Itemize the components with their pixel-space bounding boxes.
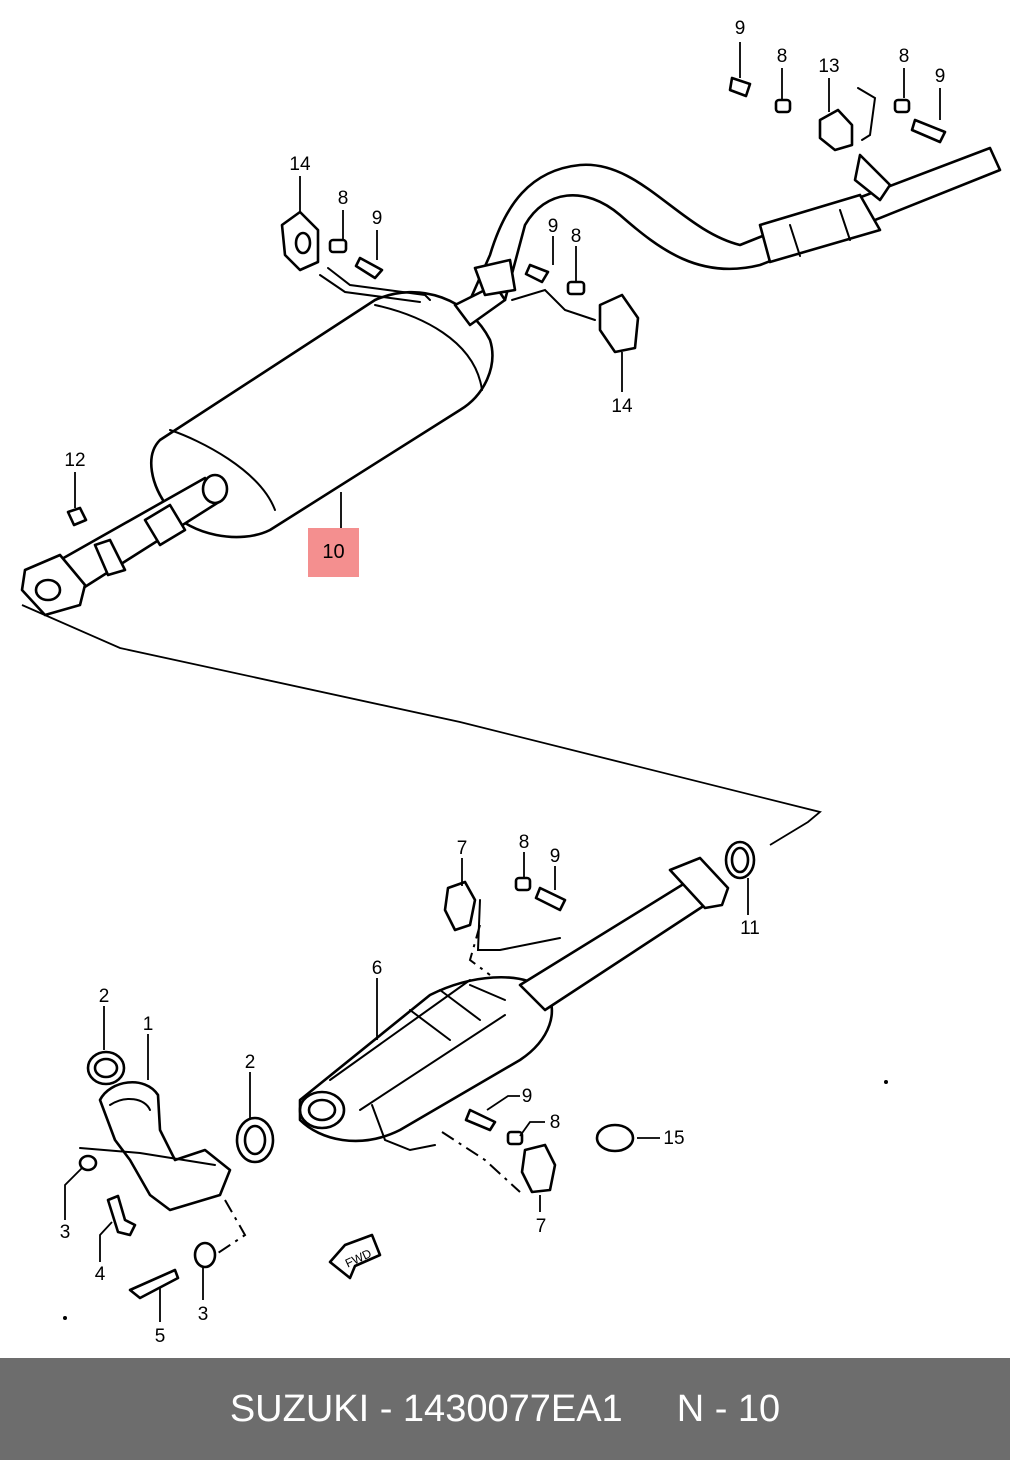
callout-11: 11 (740, 918, 760, 939)
hanger-14-right (511, 263, 640, 354)
callout-8: 8 (777, 46, 788, 67)
grommet-15 (595, 1123, 635, 1153)
footer-bar: SUZUKI - 1430077EA1 N - 10 (0, 1358, 1010, 1460)
exhaust-diagram: FWD 9 8 13 8 9 14 8 9 9 8 14 12 7 8 9 11… (20, 18, 1002, 1347)
callout-9: 9 (735, 18, 746, 39)
callout-7: 7 (457, 838, 468, 859)
tail-pipe (468, 146, 1002, 302)
callout-8: 8 (899, 46, 910, 67)
callout-8: 8 (571, 226, 582, 247)
fwd-arrow: FWD (328, 1233, 382, 1280)
highlighted-callout-10: 10 (308, 528, 359, 577)
callout-2: 2 (245, 1052, 256, 1073)
callout-8: 8 (519, 832, 530, 853)
callout-9: 9 (550, 846, 561, 867)
leaders-upper (74, 42, 941, 528)
hanger-14-left (280, 210, 431, 303)
callout-8: 8 (550, 1112, 561, 1133)
callout-14: 14 (289, 154, 311, 175)
gasket-11 (724, 840, 756, 880)
callout-13: 13 (818, 56, 839, 77)
muffler-10 (149, 258, 517, 539)
nut-12 (66, 506, 88, 527)
front-pipe-1 (86, 1050, 275, 1212)
hanger-7-lower (464, 1108, 557, 1194)
callout-7: 7 (536, 1216, 547, 1237)
callout-8: 8 (338, 188, 349, 209)
footer-brand-part: SUZUKI - 1430077EA1 (229, 1387, 623, 1430)
callout-5: 5 (155, 1326, 166, 1347)
hanger-7-upper (443, 876, 567, 951)
callout-9: 9 (548, 216, 559, 237)
callout-12: 12 (64, 450, 85, 471)
catalytic-converter-6 (298, 856, 730, 1152)
callout-3: 3 (198, 1304, 209, 1325)
callout-9: 9 (522, 1086, 533, 1107)
connection-line (21, 604, 822, 846)
callout-15: 15 (663, 1128, 684, 1149)
callout-14: 14 (611, 396, 633, 417)
callout-1: 1 (143, 1014, 154, 1035)
callout-9: 9 (372, 208, 383, 229)
leaders-lower (64, 852, 749, 1322)
callout-2: 2 (99, 986, 110, 1007)
callout-4: 4 (95, 1264, 106, 1285)
small-parts (78, 924, 521, 1300)
callout-6: 6 (372, 958, 383, 979)
hanger-13 (728, 76, 947, 152)
callout-10-label: 10 (322, 541, 345, 563)
footer-page: N - 10 (676, 1387, 781, 1430)
callout-3: 3 (60, 1222, 71, 1243)
front-pipe (20, 473, 229, 617)
callout-9: 9 (935, 66, 946, 87)
